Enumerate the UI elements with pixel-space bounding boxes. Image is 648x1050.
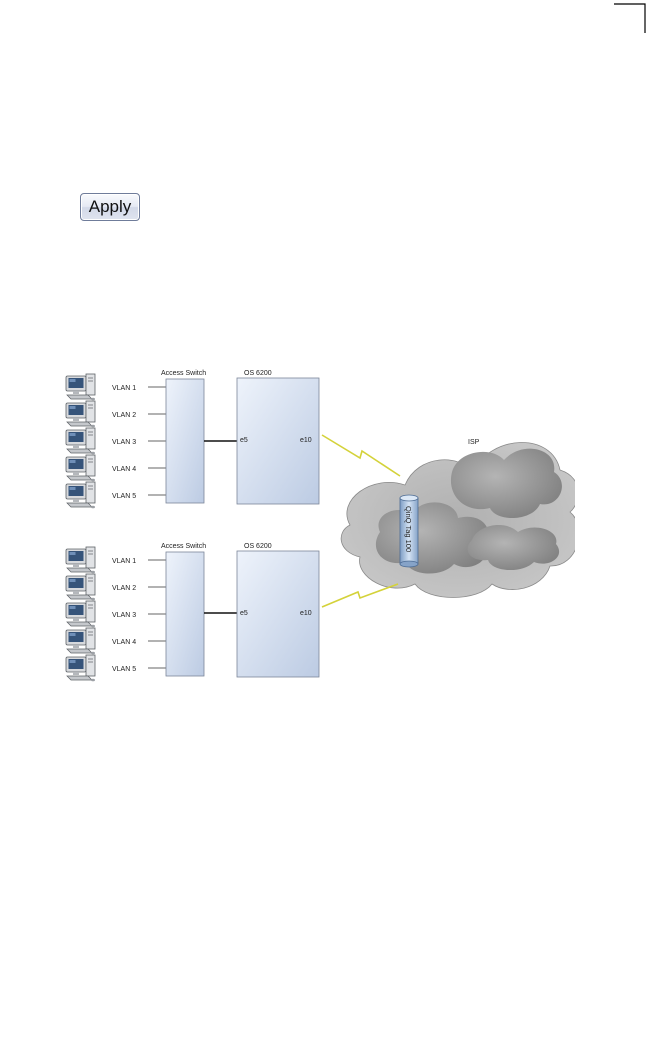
vlan-label: VLAN 2 [112, 412, 136, 419]
desktop-computer-icon [65, 573, 96, 601]
cloud-icon [340, 442, 575, 598]
desktop-computer-icon [65, 400, 96, 428]
customer-site-1: VLAN 1 VLAN 2 VLAN 3 VLAN 4 VLAN 5 Acces… [65, 370, 401, 509]
desktop-computer-icon [65, 427, 96, 455]
network-diagram: ISP QinQ Tag 100 VLAN 1 VLAN 2 VLAN 3 VL… [65, 370, 575, 682]
qinq-tunnel-label: QinQ Tag 100 [404, 506, 413, 552]
apply-button[interactable]: Apply [80, 193, 140, 221]
vlan-label: VLAN 4 [112, 639, 136, 646]
group-2-computers [65, 546, 96, 682]
desktop-computer-icon [65, 454, 96, 482]
lightning-link-icon [321, 583, 399, 608]
vlan-label: VLAN 2 [112, 585, 136, 592]
os-switch-label: OS 6200 [244, 543, 272, 550]
os-switch-label: OS 6200 [244, 370, 272, 377]
port-e10-label: e10 [300, 610, 312, 617]
vlan-label: VLAN 5 [112, 666, 136, 673]
port-e5-label: e5 [240, 610, 248, 617]
access-switch-label: Access Switch [161, 370, 206, 377]
desktop-computer-icon [65, 481, 96, 509]
port-e10-label: e10 [300, 437, 312, 444]
desktop-computer-icon [65, 654, 96, 682]
isp-cloud: ISP [340, 439, 575, 598]
access-switch-label: Access Switch [161, 543, 206, 550]
vlan-label: VLAN 1 [112, 558, 136, 565]
access-switch [165, 551, 205, 677]
lightning-link-icon [321, 434, 401, 477]
vlan-label: VLAN 4 [112, 466, 136, 473]
vlan-label: VLAN 3 [112, 612, 136, 619]
desktop-computer-icon [65, 627, 96, 655]
access-switch [165, 378, 205, 504]
group-1-vlan-links [148, 386, 166, 496]
desktop-computer-icon [65, 373, 96, 401]
port-e5-label: e5 [240, 437, 248, 444]
os-switch [236, 550, 320, 678]
desktop-computer-icon [65, 600, 96, 628]
group-2-vlan-links [148, 559, 166, 669]
isp-label: ISP [468, 439, 480, 446]
os-switch [236, 377, 320, 505]
desktop-computer-icon [65, 546, 96, 574]
vlan-label: VLAN 5 [112, 493, 136, 500]
vlan-label: VLAN 1 [112, 385, 136, 392]
customer-site-2: VLAN 1 VLAN 2 VLAN 3 VLAN 4 VLAN 5 Acces… [65, 543, 399, 682]
vlan-label: VLAN 3 [112, 439, 136, 446]
group-1-computers [65, 373, 96, 509]
qinq-tunnel: QinQ Tag 100 [399, 494, 419, 568]
page-corner-mark [614, 3, 646, 33]
